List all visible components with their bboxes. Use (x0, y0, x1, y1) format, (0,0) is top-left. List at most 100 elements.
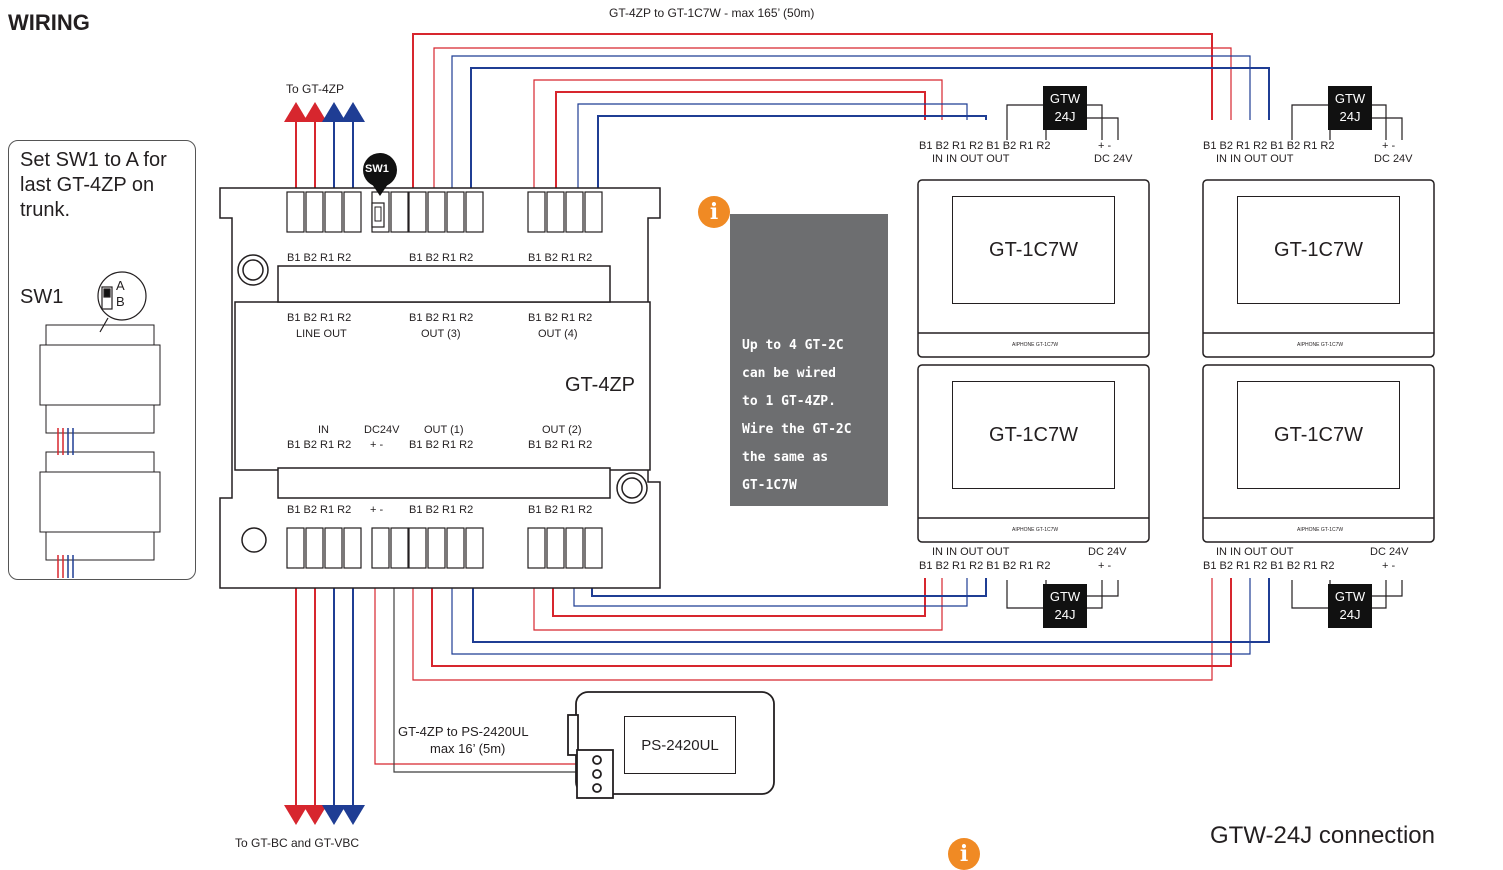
monitor-terminals: B1 B2 R1 R2 B1 B2 R1 R2 (919, 140, 1051, 152)
line-out-label: LINE OUT (296, 328, 347, 340)
monitor-terminals: B1 B2 R1 R2 B1 B2 R1 R2 (919, 560, 1051, 572)
gtw-24j-3: GTW 24J (1043, 584, 1087, 628)
trunk-distance-note: GT-4ZP to GT-1C7W - max 165’ (50m) (609, 6, 815, 20)
out3-label: OUT (3) (421, 328, 461, 340)
terminal-cell (324, 191, 343, 233)
terminal-cell (565, 191, 584, 233)
info-line: the same as (742, 450, 829, 465)
sw1-position-a: A (116, 278, 125, 293)
out4-wires (533, 79, 987, 192)
monitor-io-labels: IN IN OUT OUT (1216, 153, 1294, 165)
info-icon: i (698, 196, 730, 228)
terminal-cell (527, 527, 546, 569)
bottom-block3-terminals: B1 B2 R1 R2 (528, 504, 593, 516)
terminal-cell (343, 527, 362, 569)
monitor-dc-label: DC 24V (1094, 153, 1133, 165)
terminal-cell (565, 527, 584, 569)
info-line: Wire the GT-2C (742, 422, 852, 437)
gtw-label: GTW (1049, 91, 1081, 106)
monitor-power-terminals: + - (1382, 560, 1396, 572)
info-icon-bottom: i (948, 838, 980, 870)
gtw-24j-connection-heading: GTW-24J connection (1210, 822, 1435, 849)
monitor-power-terminals: + - (1382, 140, 1396, 152)
out4-label: OUT (4) (538, 328, 578, 340)
gtw-24j-4: GTW 24J (1328, 584, 1372, 628)
monitor-power-terminals: + - (1098, 140, 1112, 152)
dc24v-label: DC24V (364, 424, 400, 436)
gtw-label: GTW (1334, 589, 1366, 604)
terminal-cell (286, 527, 305, 569)
terminal-cell (305, 527, 324, 569)
sw1-label: SW1 (20, 286, 64, 308)
terminal-cell (446, 527, 465, 569)
gt-2c-info-box: Up to 4 GT-2C can be wired to 1 GT-4ZP. … (730, 214, 888, 506)
gtw-model: 24J (1339, 607, 1361, 622)
terminal-cell (390, 191, 409, 233)
terminal-cell (465, 527, 484, 569)
to-gt4zp-label: To GT-4ZP (286, 82, 345, 96)
terminal-cell (324, 527, 343, 569)
info-line: Up to 4 GT-2C (742, 338, 844, 353)
gtw-model: 24J (1054, 607, 1076, 622)
monitor-screen-1: GT-1C7W (952, 196, 1115, 304)
out1-wires (412, 568, 1270, 681)
monitor-io-labels: IN IN OUT OUT (1216, 546, 1294, 558)
sw1-position-b: B (116, 294, 125, 309)
info-line: to 1 GT-4ZP. (742, 394, 836, 409)
terminal-cell (446, 191, 465, 233)
terminal-cell (286, 191, 305, 233)
terminal-blocks (286, 191, 603, 569)
info-line: can be wired (742, 366, 836, 381)
power-wires (374, 568, 578, 773)
monitor-dc-label: DC 24V (1088, 546, 1127, 558)
trunk-up-arrows (284, 102, 365, 190)
monitor-terminals: B1 B2 R1 R2 B1 B2 R1 R2 (1203, 560, 1335, 572)
ps-distance-note-1: GT-4ZP to PS-2420UL (398, 724, 529, 739)
sw1-mini-units (39, 324, 161, 561)
sw1-info-panel (8, 140, 196, 580)
ps-distance-note-2: max 16’ (5m) (430, 741, 506, 756)
gt4zp-name: GT-4ZP (565, 374, 636, 396)
page-title: WIRING (8, 10, 90, 35)
gtw-model: 24J (1054, 109, 1076, 124)
ps-2420ul-label: PS-2420UL (624, 716, 736, 774)
out4-terminals: B1 B2 R1 R2 (528, 312, 593, 324)
gtw-model: 24J (1339, 109, 1361, 124)
gtw-24j-2: GTW 24J (1328, 86, 1372, 130)
sw1-note: Set SW1 to A for last GT-4ZP on trunk. (20, 149, 167, 221)
sw1-switch (363, 153, 397, 228)
monitor-brand: AIPHONE GT-1C7W (1297, 527, 1344, 533)
top-block2-terminals: B1 B2 R1 R2 (409, 252, 474, 264)
monitor-io-labels: IN IN OUT OUT (932, 153, 1010, 165)
gtw-label: GTW (1049, 589, 1081, 604)
monitor-screen-2: GT-1C7W (1237, 196, 1400, 304)
gtw-label: GTW (1334, 91, 1366, 106)
bottom-block2-terminals: B1 B2 R1 R2 (409, 504, 474, 516)
gt4zp-body (219, 187, 661, 589)
terminal-cell (465, 191, 484, 233)
out2-terminals: B1 B2 R1 R2 (528, 439, 593, 451)
info-line: GT-1C7W (742, 478, 797, 493)
out1-terminals: B1 B2 R1 R2 (409, 439, 474, 451)
terminal-cell (527, 191, 546, 233)
line-out-terminals: B1 B2 R1 R2 (287, 312, 352, 324)
sw1-marker: SW1 (365, 163, 389, 175)
monitor-dc-label: DC 24V (1374, 153, 1413, 165)
in-label: IN (318, 424, 329, 436)
terminal-cell (427, 527, 446, 569)
terminal-cell (390, 527, 409, 569)
out2-label: OUT (2) (542, 424, 582, 436)
monitor-screen-3: GT-1C7W (952, 381, 1115, 489)
terminal-cell (427, 191, 446, 233)
bottom-block1-terminals: B1 B2 R1 R2 (287, 504, 352, 516)
monitor-brand: AIPHONE GT-1C7W (1297, 342, 1344, 348)
bottom-power-terminals: + - (370, 504, 384, 516)
to-gt-bc-label: To GT-BC and GT-VBC (235, 836, 360, 850)
terminal-cell (371, 527, 390, 569)
terminal-cell (546, 191, 565, 233)
in-terminals: B1 B2 R1 R2 (287, 439, 352, 451)
monitor-power-terminals: + - (1098, 560, 1112, 572)
terminal-cell (408, 527, 427, 569)
terminal-cell (343, 191, 362, 233)
monitor-terminals: B1 B2 R1 R2 B1 B2 R1 R2 (1203, 140, 1335, 152)
